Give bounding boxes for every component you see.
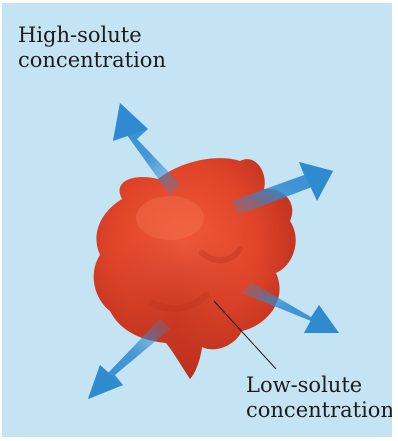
osmosis-figure-panel: High-solute concentration Low-solute con… xyxy=(2,3,392,437)
cell-highlight xyxy=(136,196,204,240)
inner-label-line2: concentration xyxy=(246,398,392,423)
cell-interior-label: Low-solute concentration xyxy=(246,373,392,423)
outer-label-line1: High-solute xyxy=(18,23,166,48)
inner-label-line1: Low-solute xyxy=(246,373,392,398)
outer-solution-label: High-solute concentration xyxy=(18,23,166,73)
outer-label-line2: concentration xyxy=(18,48,166,73)
